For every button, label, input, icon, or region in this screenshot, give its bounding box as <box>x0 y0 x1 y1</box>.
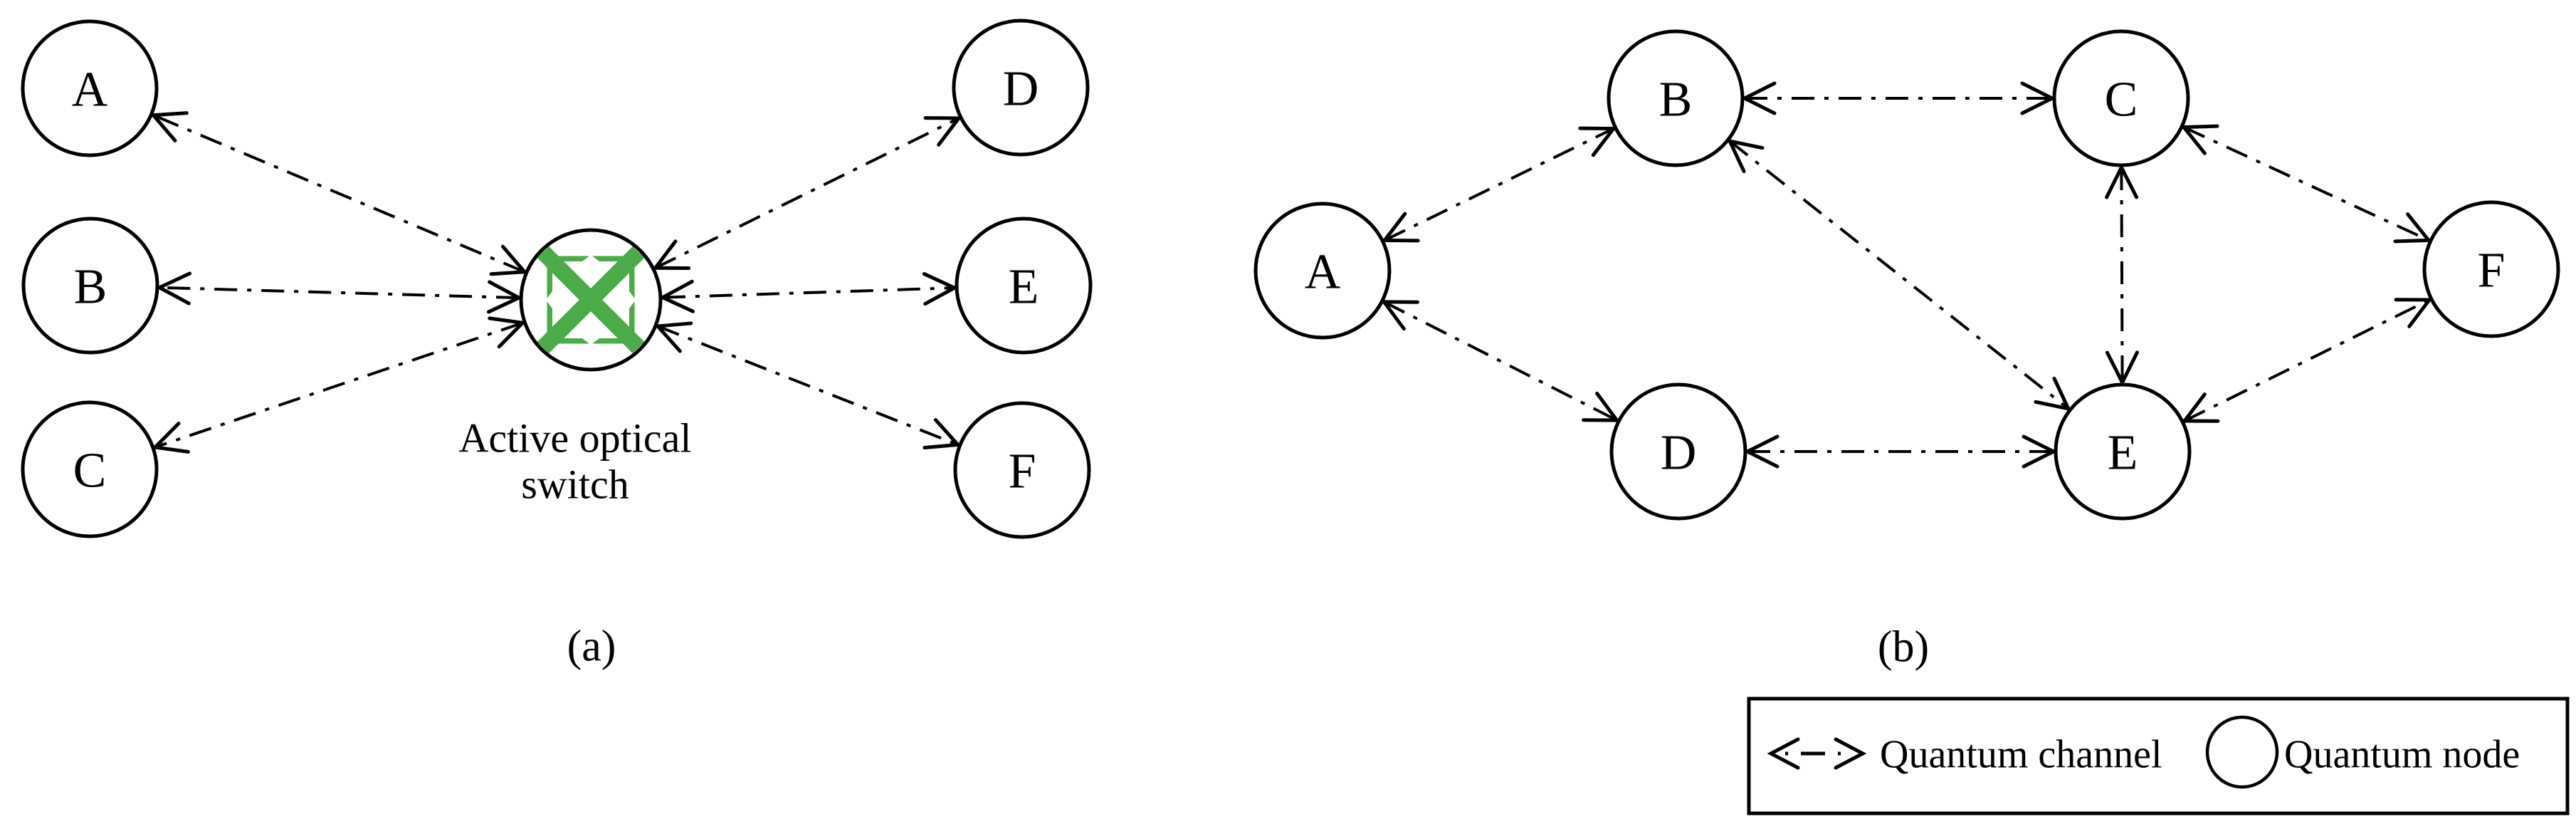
node-label: D <box>1003 62 1039 117</box>
node-circle <box>2422 200 2560 338</box>
quantum-channel-edge-switch-A <box>149 111 529 276</box>
node-label: E <box>2108 426 2138 481</box>
node-label: A <box>72 63 108 118</box>
quantum-node-A: A <box>21 19 159 157</box>
switch-icon-notch-right <box>616 286 636 313</box>
quantum-channel-edge-B-E <box>1726 138 2072 412</box>
switch-label-line1: Active optical <box>459 415 692 461</box>
node-label: A <box>1305 245 1341 300</box>
diagram-b-edges <box>1380 81 2434 469</box>
node-circle <box>1607 29 1745 167</box>
quantum-node-E: E <box>2054 382 2192 521</box>
crossed-arrows-switch-icon <box>537 246 645 354</box>
node-circle <box>2054 382 2192 521</box>
caption-b: (b) <box>1878 623 1929 672</box>
node-circle <box>1609 382 1747 521</box>
quantum-channel-icon <box>1767 737 1867 770</box>
legend-arrowhead-left <box>1767 737 1800 770</box>
node-circle <box>955 217 1093 355</box>
legend-arrowhead-right <box>1834 737 1867 770</box>
node-label: C <box>2105 73 2138 127</box>
quantum-channel-edge-switch-D <box>651 116 963 271</box>
quantum-channel-edge-C-E <box>2105 163 2139 387</box>
switch-label-line2: switch <box>521 461 629 507</box>
quantum-node-icon <box>2205 715 2279 789</box>
node-label: E <box>1009 260 1039 315</box>
diagram-a-nodes: A B C D E F <box>21 19 1093 539</box>
quantum-node-E: E <box>955 217 1093 355</box>
quantum-node-D: D <box>952 19 1090 157</box>
quantum-channel-edge-E-F <box>2180 298 2434 423</box>
quantum-node-C: C <box>21 400 159 538</box>
quantum-channel-edge-A-B <box>1381 126 1617 243</box>
node-label: B <box>74 260 107 315</box>
switch-icon-notch-top <box>577 255 604 275</box>
node-label: C <box>73 444 107 499</box>
switch-icon-notch-bottom <box>577 325 604 345</box>
active-optical-switch <box>519 228 663 372</box>
quantum-channel-edge-switch-C <box>151 316 527 454</box>
switch-icon-cross-band <box>537 246 645 354</box>
node-circle <box>2052 29 2190 167</box>
node-label: F <box>1009 444 1036 499</box>
legend: Quantum channel Quantum node <box>1747 697 2570 815</box>
node-circle <box>953 401 1091 539</box>
quantum-node-F: F <box>953 401 1091 539</box>
diagram-a-edges <box>149 111 963 454</box>
quantum-node-A: A <box>1253 202 1392 340</box>
node-circle <box>21 400 159 538</box>
diagram-b-nodes: A B C D E F <box>1253 29 2560 521</box>
node-label: B <box>1659 73 1693 127</box>
legend-channel-label: Quantum channel <box>1880 733 2162 777</box>
switch-icon-notch-left <box>546 286 566 313</box>
quantum-node-D: D <box>1609 382 1747 521</box>
node-circle <box>21 19 159 157</box>
quantum-node-F: F <box>2422 200 2560 338</box>
caption-a: (a) <box>567 622 616 671</box>
legend-node-label: Quantum node <box>2284 733 2520 777</box>
quantum-node-C: C <box>2052 29 2190 167</box>
quantum-channel-edge-switch-F <box>653 321 962 450</box>
node-circle <box>21 217 159 355</box>
quantum-node-B: B <box>1607 29 1745 167</box>
quantum-node-B: B <box>21 217 159 355</box>
quantum-channel-edge-switch-B <box>155 271 523 314</box>
quantum-channel-edge-switch-E <box>658 272 959 313</box>
node-label: D <box>1661 426 1697 481</box>
node-circle <box>1253 202 1392 340</box>
quantum-channel-edge-C-F <box>2180 124 2433 244</box>
node-circle <box>952 19 1090 157</box>
node-label: F <box>2478 244 2506 298</box>
quantum-channel-edge-A-D <box>1380 300 1621 422</box>
legend-box <box>1747 697 2570 815</box>
